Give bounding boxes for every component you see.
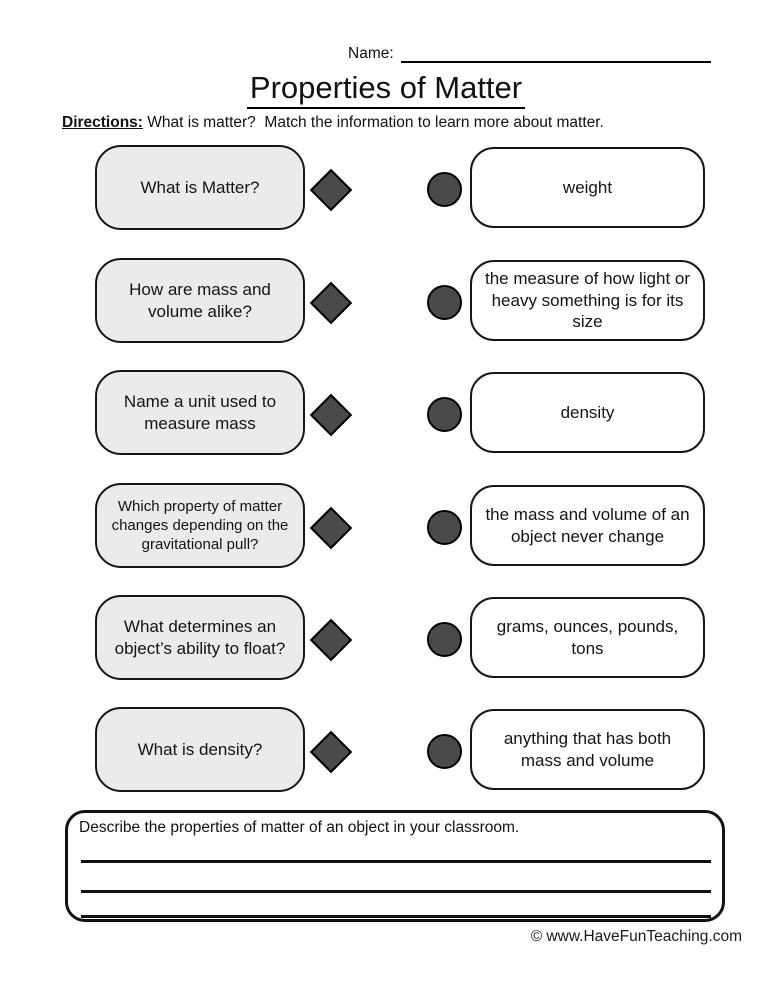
match-row-3: Name a unit used to measure mass density xyxy=(0,370,772,456)
answer-box[interactable]: weight xyxy=(470,147,705,228)
circle-connector-icon[interactable] xyxy=(427,397,462,432)
writing-line[interactable] xyxy=(81,890,711,893)
answer-box[interactable]: the measure of how light or heavy someth… xyxy=(470,260,705,341)
circle-connector-icon[interactable] xyxy=(427,285,462,320)
question-box[interactable]: What is density? xyxy=(95,707,305,792)
writing-prompt-box: Describe the properties of matter of an … xyxy=(65,810,725,922)
question-box[interactable]: What determines an object’s ability to f… xyxy=(95,595,305,680)
directions: Directions: What is matter? Match the in… xyxy=(62,113,722,133)
answer-box[interactable]: the mass and volume of an object never c… xyxy=(470,485,705,566)
match-row-6: What is density? anything that has both … xyxy=(0,707,772,793)
name-input-line[interactable] xyxy=(400,44,711,63)
writing-prompt-text: Describe the properties of matter of an … xyxy=(79,819,520,836)
answer-text: weight xyxy=(562,177,613,197)
directions-label: Directions: xyxy=(62,114,143,131)
question-box[interactable]: What is Matter? xyxy=(95,145,305,230)
circle-connector-icon[interactable] xyxy=(427,172,462,207)
question-box[interactable]: Which property of matter changes dependi… xyxy=(95,483,305,568)
page-title: Properties of Matter xyxy=(246,70,526,109)
diamond-connector-icon[interactable] xyxy=(309,730,353,774)
question-text: What determines an object’s ability to f… xyxy=(114,616,286,658)
diamond-connector-icon[interactable] xyxy=(309,618,353,662)
question-text: What is density? xyxy=(137,739,263,759)
name-label: Name: xyxy=(348,45,394,62)
question-text: Which property of matter changes dependi… xyxy=(111,497,289,554)
answer-box[interactable]: anything that has both mass and volume xyxy=(470,709,705,790)
writing-line[interactable] xyxy=(81,915,711,918)
circle-connector-icon[interactable] xyxy=(427,622,462,657)
match-row-1: What is Matter? weight xyxy=(0,145,772,231)
diamond-connector-icon[interactable] xyxy=(309,168,353,212)
answer-box[interactable]: grams, ounces, pounds, tons xyxy=(470,597,705,678)
question-text: How are mass and volume alike? xyxy=(129,279,271,321)
footer-credit: © www.HaveFunTeaching.com xyxy=(530,928,742,945)
match-row-2: How are mass and volume alike? the measu… xyxy=(0,258,772,344)
answer-text: the mass and volume of an object never c… xyxy=(485,504,690,546)
answer-box[interactable]: density xyxy=(470,372,705,453)
circle-connector-icon[interactable] xyxy=(427,510,462,545)
question-box[interactable]: Name a unit used to measure mass xyxy=(95,370,305,455)
diamond-connector-icon[interactable] xyxy=(309,281,353,325)
answer-text: grams, ounces, pounds, tons xyxy=(496,616,679,658)
answer-text: anything that has both mass and volume xyxy=(503,728,672,770)
diamond-connector-icon[interactable] xyxy=(309,506,353,550)
name-field-row: Name: xyxy=(348,44,711,63)
question-text: What is Matter? xyxy=(140,177,260,197)
diamond-connector-icon[interactable] xyxy=(309,393,353,437)
match-row-5: What determines an object’s ability to f… xyxy=(0,595,772,681)
answer-text: the measure of how light or heavy someth… xyxy=(484,268,691,332)
circle-connector-icon[interactable] xyxy=(427,734,462,769)
question-text: Name a unit used to measure mass xyxy=(123,391,277,433)
match-row-4: Which property of matter changes dependi… xyxy=(0,483,772,569)
answer-text: density xyxy=(560,402,615,422)
page-title-wrap: Properties of Matter xyxy=(0,70,772,109)
writing-line[interactable] xyxy=(81,860,711,863)
directions-text: What is matter? Match the information to… xyxy=(142,114,604,131)
question-box[interactable]: How are mass and volume alike? xyxy=(95,258,305,343)
